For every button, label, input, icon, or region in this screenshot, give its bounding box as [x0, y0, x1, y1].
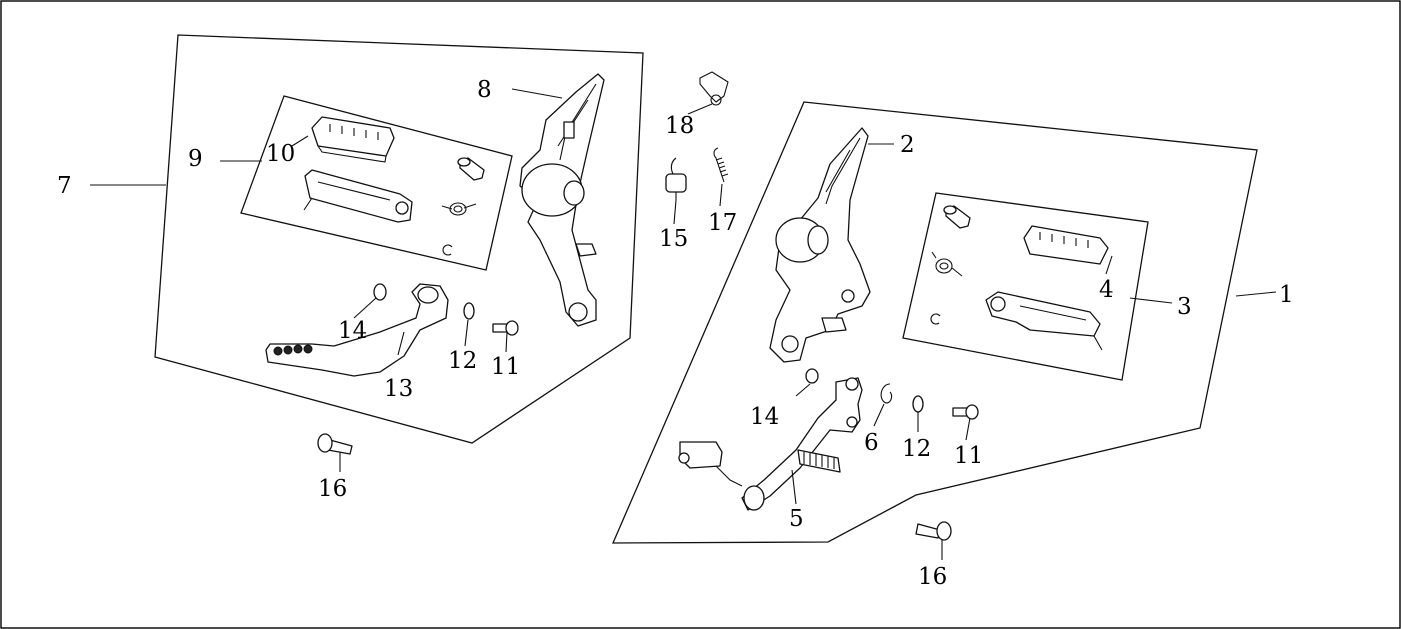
label-part-10: 10 — [266, 141, 295, 167]
label-part-5: 5 — [789, 506, 804, 532]
group-outline-7 — [154, 34, 644, 444]
label-part-12-right: 12 — [902, 436, 931, 462]
label-part-4: 4 — [1099, 277, 1114, 303]
pivot-bolt-left-icon — [317, 433, 353, 455]
spring-right-icon — [931, 251, 963, 277]
shift-lever-icon — [678, 377, 863, 511]
label-part-18: 18 — [665, 113, 694, 139]
bolt-right-icon — [952, 404, 979, 420]
footrest-bracket-right-icon — [769, 127, 871, 363]
left-footrest-assembly — [154, 34, 644, 444]
label-part-3: 3 — [1177, 294, 1192, 320]
footpeg-body-right-icon — [985, 291, 1103, 351]
label-part-6: 6 — [864, 430, 879, 456]
label-part-15: 15 — [659, 226, 688, 252]
label-part-9: 9 — [188, 146, 203, 172]
spring-clip-icon — [699, 71, 729, 106]
pivot-bolt-right-icon — [915, 521, 952, 541]
footrest-bracket-left-icon — [519, 73, 605, 327]
label-part-2: 2 — [900, 132, 915, 158]
footpeg-rubber-left-icon — [311, 116, 395, 163]
label-part-16-right: 16 — [918, 564, 947, 590]
washer-right-icon — [805, 368, 819, 384]
group-outline-9 — [240, 95, 513, 271]
tension-spring-icon — [713, 147, 729, 183]
washer-left-icon — [373, 283, 387, 301]
footpeg-body-left-icon — [303, 169, 413, 223]
washer-12-right-icon — [912, 395, 924, 413]
label-part-8: 8 — [477, 77, 492, 103]
group-outline-1 — [612, 101, 1258, 544]
bolt-left-icon — [492, 320, 519, 336]
label-part-14-right: 14 — [750, 404, 779, 430]
right-footrest-assembly — [612, 101, 1258, 544]
label-part-12-left: 12 — [448, 348, 477, 374]
footpeg-rubber-right-icon — [1023, 225, 1109, 265]
brake-pedal-icon — [265, 283, 449, 377]
spring-left-icon — [441, 202, 477, 216]
group-outline-3 — [902, 192, 1149, 381]
pin-left-icon — [457, 157, 485, 181]
label-part-11-left: 11 — [491, 354, 520, 380]
label-part-13: 13 — [384, 376, 413, 402]
label-part-17: 17 — [708, 210, 737, 236]
clip-right-icon — [930, 313, 941, 325]
leader-lines — [90, 88, 1277, 560]
label-part-14-left: 14 — [338, 318, 367, 344]
washer-12-left-icon — [463, 302, 475, 320]
part-labels: 7 9 10 8 14 13 12 11 16 18 15 17 2 4 3 1… — [57, 77, 1294, 590]
clip-left-icon — [442, 244, 453, 256]
label-part-1: 1 — [1279, 282, 1294, 308]
label-part-11-right: 11 — [954, 443, 983, 469]
pin-right-icon — [943, 205, 971, 229]
circlip-icon — [880, 383, 893, 404]
label-part-16-left: 16 — [318, 476, 347, 502]
return-spring-icon — [665, 157, 687, 200]
label-part-7: 7 — [57, 173, 72, 199]
